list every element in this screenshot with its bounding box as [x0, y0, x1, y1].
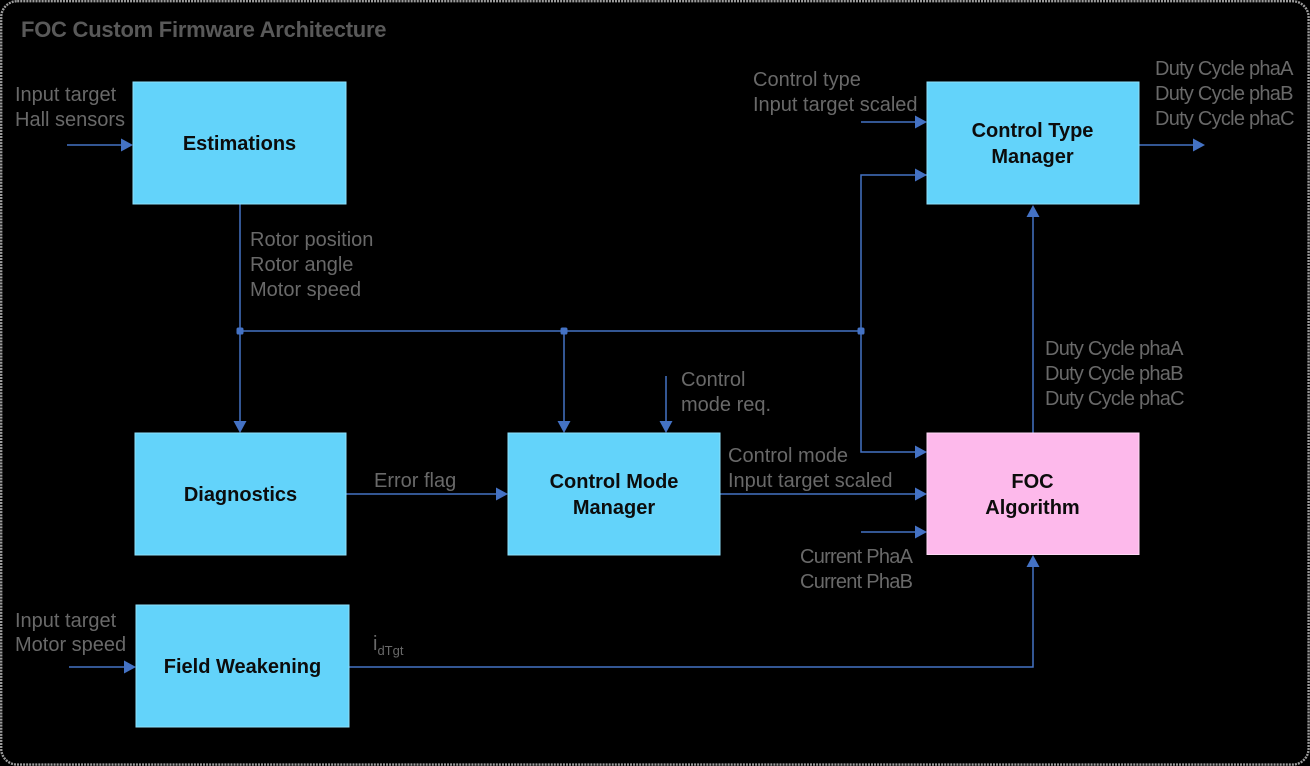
svg-text:FOC: FOC	[1011, 471, 1053, 493]
svg-text:Control: Control	[681, 369, 745, 391]
svg-text:Duty Cycle phaC: Duty Cycle phaC	[1155, 108, 1294, 130]
svg-text:Rotor angle: Rotor angle	[250, 254, 353, 276]
svg-text:FOC Custom Firmware Architectu: FOC Custom Firmware Architecture	[21, 17, 386, 42]
svg-text:Field Weakening: Field Weakening	[164, 656, 321, 678]
svg-text:Input target scaled: Input target scaled	[753, 94, 918, 116]
svg-text:Duty Cycle phaC: Duty Cycle phaC	[1045, 388, 1184, 410]
svg-text:Current PhaB: Current PhaB	[800, 571, 913, 593]
svg-text:Current PhaA: Current PhaA	[800, 546, 914, 568]
svg-text:Algorithm: Algorithm	[985, 497, 1079, 519]
svg-text:Control mode: Control mode	[728, 445, 848, 467]
svg-text:Control Mode: Control Mode	[550, 471, 679, 493]
svg-text:Motor speed: Motor speed	[250, 279, 361, 301]
svg-text:Diagnostics: Diagnostics	[184, 484, 297, 506]
svg-text:Input target: Input target	[15, 84, 117, 106]
svg-text:Control type: Control type	[753, 69, 861, 91]
svg-text:Control Type: Control Type	[972, 120, 1094, 142]
svg-text:Input target: Input target	[15, 610, 117, 632]
svg-text:Duty Cycle phaB: Duty Cycle phaB	[1155, 83, 1293, 105]
svg-text:Input target scaled: Input target scaled	[728, 470, 893, 492]
svg-text:Manager: Manager	[991, 146, 1073, 168]
svg-text:Duty Cycle phaB: Duty Cycle phaB	[1045, 363, 1183, 385]
svg-text:Duty Cycle phaA: Duty Cycle phaA	[1155, 58, 1294, 80]
svg-text:Duty Cycle phaA: Duty Cycle phaA	[1045, 338, 1184, 360]
svg-text:Error flag: Error flag	[374, 470, 456, 492]
svg-text:Estimations: Estimations	[183, 133, 296, 155]
svg-text:mode req.: mode req.	[681, 394, 771, 416]
svg-text:Motor speed: Motor speed	[15, 634, 126, 656]
svg-text:Manager: Manager	[573, 497, 655, 519]
svg-text:Rotor position: Rotor position	[250, 229, 373, 251]
svg-text:Hall sensors: Hall sensors	[15, 109, 125, 131]
